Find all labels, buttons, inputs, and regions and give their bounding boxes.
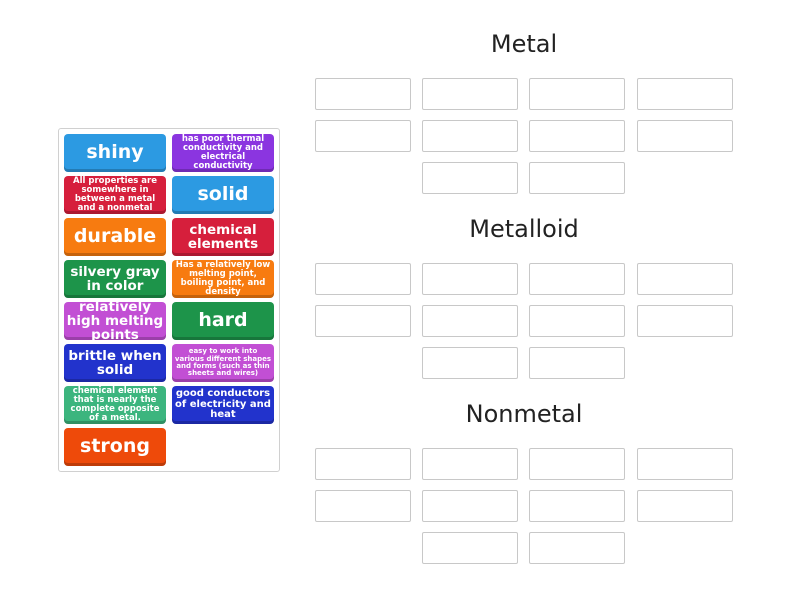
drop-slot[interactable] — [315, 78, 411, 110]
draggable-tile[interactable]: brittle when solid — [64, 344, 166, 382]
draggable-tile[interactable]: All properties are somewhere in between … — [64, 176, 166, 214]
draggable-tile[interactable]: Has a relatively low melting point, boil… — [172, 260, 274, 298]
drop-slot[interactable] — [422, 490, 518, 522]
drop-slot[interactable] — [422, 347, 518, 379]
drop-slot[interactable] — [637, 263, 733, 295]
group-title: Metal — [490, 30, 558, 58]
drop-slot[interactable] — [422, 263, 518, 295]
draggable-tile[interactable]: has poor thermal conductivity and electr… — [172, 134, 274, 172]
drop-slot[interactable] — [637, 490, 733, 522]
drop-slot[interactable] — [637, 120, 733, 152]
draggable-tile[interactable]: solid — [172, 176, 274, 214]
group-title: Nonmetal — [465, 400, 583, 428]
draggable-tile[interactable]: chemical element that is nearly the comp… — [64, 386, 166, 424]
drop-slot[interactable] — [422, 78, 518, 110]
drop-slot[interactable] — [637, 78, 733, 110]
draggable-tile[interactable]: strong — [64, 428, 166, 466]
drop-slot[interactable] — [315, 263, 411, 295]
draggable-tile[interactable]: relatively high melting points — [64, 300, 166, 342]
drop-slot[interactable] — [315, 305, 411, 337]
drop-slot[interactable] — [422, 162, 518, 194]
drop-slot[interactable] — [637, 305, 733, 337]
drop-slot[interactable] — [422, 448, 518, 480]
drop-slot[interactable] — [529, 78, 625, 110]
drop-slot[interactable] — [637, 448, 733, 480]
drop-slot[interactable] — [315, 120, 411, 152]
drop-slot[interactable] — [529, 263, 625, 295]
draggable-tile[interactable]: good conductors of electricity and heat — [172, 386, 274, 424]
drop-slot[interactable] — [529, 305, 625, 337]
drop-slot[interactable] — [529, 532, 625, 564]
draggable-tile[interactable]: silvery gray in color — [64, 260, 166, 298]
drop-slot[interactable] — [529, 490, 625, 522]
group-title: Metalloid — [469, 215, 579, 243]
drop-slot[interactable] — [422, 305, 518, 337]
drop-slot[interactable] — [529, 120, 625, 152]
drop-slot[interactable] — [529, 162, 625, 194]
draggable-tile[interactable]: shiny — [64, 134, 166, 172]
drop-slot[interactable] — [315, 448, 411, 480]
drop-slot[interactable] — [529, 347, 625, 379]
draggable-tile[interactable]: hard — [172, 302, 274, 340]
draggable-tile[interactable]: durable — [64, 218, 166, 256]
drop-slot[interactable] — [422, 120, 518, 152]
drop-slot[interactable] — [315, 490, 411, 522]
draggable-tile[interactable]: chemical elements — [172, 218, 274, 256]
drop-slot[interactable] — [529, 448, 625, 480]
draggable-tile[interactable]: easy to work into various different shap… — [172, 344, 274, 382]
drop-slot[interactable] — [422, 532, 518, 564]
